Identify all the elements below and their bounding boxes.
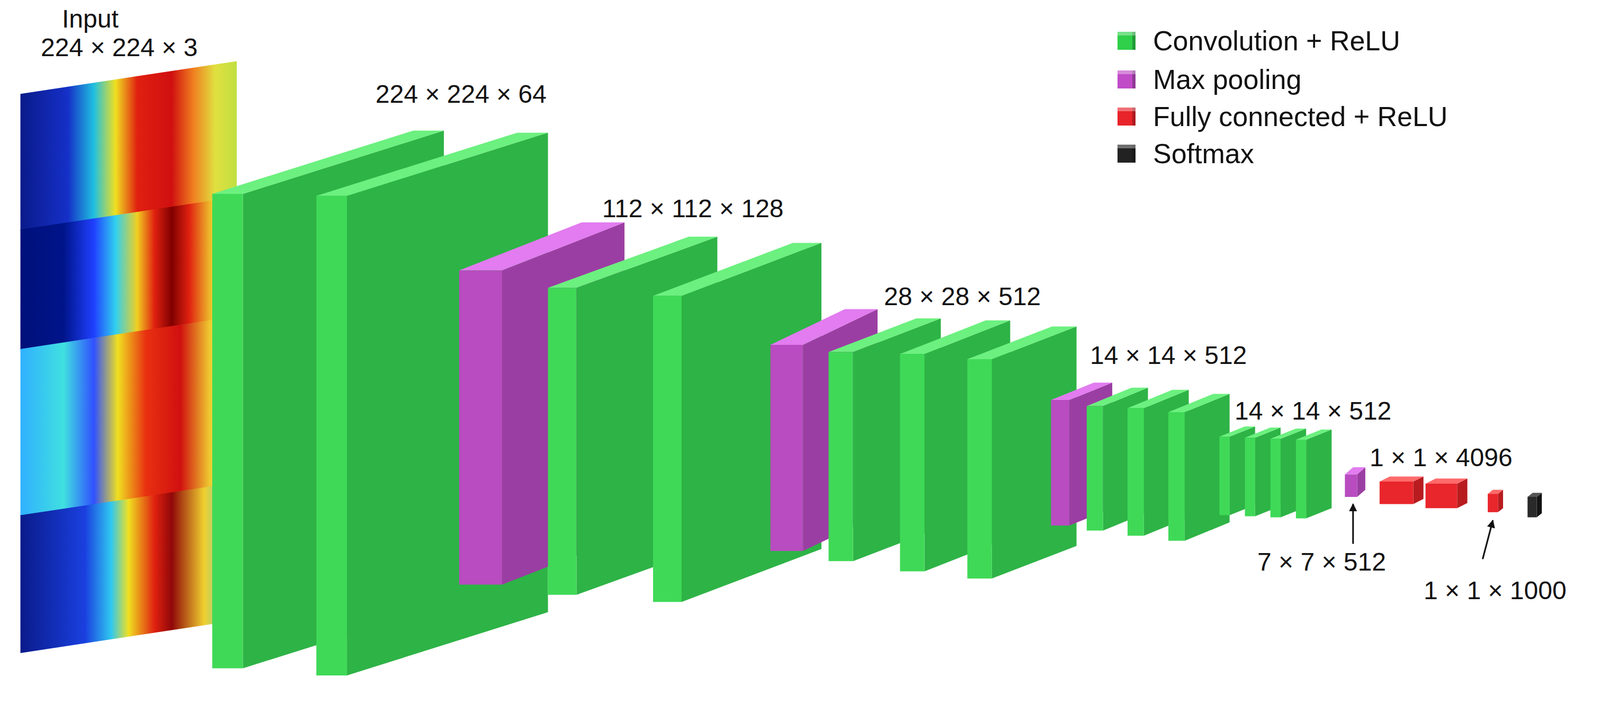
leader-arrow	[1482, 520, 1493, 559]
dimension-label: 14 × 14 × 512	[1089, 342, 1247, 369]
conv-block	[1168, 393, 1230, 541]
block-face	[316, 132, 548, 196]
block-face	[548, 287, 577, 595]
block-face	[1168, 412, 1185, 541]
legend-row: Softmax	[1117, 139, 1255, 168]
block-face	[1219, 436, 1230, 515]
block-face	[770, 344, 804, 551]
legend-swatch	[1117, 31, 1136, 50]
label-holder: 224 × 224 × 3	[40, 34, 198, 61]
block-face	[1270, 438, 1281, 517]
block-face	[1168, 393, 1230, 413]
block-face	[1245, 427, 1281, 438]
block-face	[1527, 496, 1537, 518]
conv-block	[967, 326, 1077, 579]
legend-text: Convolution + ReLU	[1152, 27, 1401, 55]
block-face	[1050, 399, 1070, 526]
block-face	[548, 236, 718, 288]
heatmap-band	[20, 482, 237, 654]
label-holder: 14 × 14 × 512	[1089, 342, 1247, 369]
block-face	[653, 242, 822, 296]
label-holder: 1 × 1 × 4096	[1369, 444, 1513, 471]
block-face	[1086, 406, 1104, 531]
fc-block	[1425, 478, 1468, 508]
pool-block	[1344, 467, 1366, 497]
legend-text: Fully connected + ReLU	[1152, 102, 1448, 131]
fc-block	[1379, 476, 1424, 504]
legend-text: Softmax	[1152, 139, 1255, 168]
block-face	[1245, 437, 1256, 516]
block-face	[1086, 387, 1149, 407]
dimension-label: 1 × 1 × 4096	[1369, 444, 1513, 471]
block-face	[653, 296, 682, 603]
block-face	[1487, 493, 1498, 513]
block-face	[681, 242, 822, 602]
block-face	[1270, 428, 1307, 439]
legend-row: Convolution + ReLU	[1117, 27, 1401, 55]
legend-row: Fully connected + ReLU	[1117, 102, 1448, 131]
block-face	[1127, 407, 1144, 536]
block-face	[1425, 483, 1458, 508]
label-holder: 112 × 112 × 128	[602, 195, 784, 222]
softmax-block	[1527, 492, 1542, 517]
dimension-label: 7 × 7 × 512	[1257, 549, 1387, 575]
block-face	[1295, 439, 1307, 518]
block-face	[1379, 481, 1414, 504]
input-label: 224 × 224 × 3	[40, 34, 198, 61]
block-face	[899, 320, 1010, 355]
block-face	[828, 351, 853, 561]
label-holder: 7 × 7 × 512	[1257, 549, 1387, 575]
input-heatmap	[20, 60, 237, 653]
block-face	[1379, 476, 1424, 482]
legend-row: Max pooling	[1117, 65, 1302, 94]
block-face	[212, 193, 244, 669]
conv-block	[653, 242, 822, 602]
input-label: Input	[61, 6, 119, 32]
dimension-label: 112 × 112 × 128	[602, 195, 784, 222]
block-face	[459, 270, 503, 585]
label-holder: Input	[61, 6, 119, 32]
block-face	[1344, 467, 1366, 475]
block-face	[1536, 492, 1543, 517]
block-face	[991, 326, 1077, 579]
heatmap-band	[20, 316, 237, 517]
block-face	[1050, 382, 1113, 400]
dimension-label: 14 × 14 × 512	[1234, 398, 1392, 424]
legend-swatch	[1117, 70, 1136, 89]
fc-block	[1487, 489, 1504, 512]
legend-text: Max pooling	[1152, 65, 1302, 94]
block-face	[316, 195, 347, 676]
legend-swatch	[1117, 107, 1136, 126]
label-holder: 1 × 1 × 1000	[1423, 577, 1567, 604]
label-holder: 224 × 224 × 64	[375, 81, 547, 107]
block-face	[899, 353, 925, 571]
label-holder: 14 × 14 × 512	[1234, 398, 1392, 424]
label-holder: 28 × 28 × 512	[883, 283, 1041, 310]
block-face	[967, 359, 992, 579]
block-face	[1219, 426, 1255, 437]
block-face	[1344, 474, 1357, 497]
leader-arrow	[1352, 503, 1354, 544]
block-face	[1425, 478, 1468, 484]
dimension-label: 28 × 28 × 512	[883, 283, 1041, 310]
dimension-label: 1 × 1 × 1000	[1423, 577, 1567, 604]
block-face	[1184, 393, 1230, 541]
legend-swatch	[1117, 144, 1136, 163]
block-face	[1527, 492, 1542, 497]
block-face	[1295, 429, 1332, 440]
block-face	[459, 222, 625, 271]
block-face	[1487, 489, 1504, 494]
block-face	[1127, 389, 1190, 409]
block-face	[1306, 429, 1332, 519]
dimension-label: 224 × 224 × 64	[375, 81, 547, 107]
block-face	[1457, 478, 1468, 508]
block-face	[967, 326, 1077, 360]
conv-block	[1295, 429, 1332, 519]
